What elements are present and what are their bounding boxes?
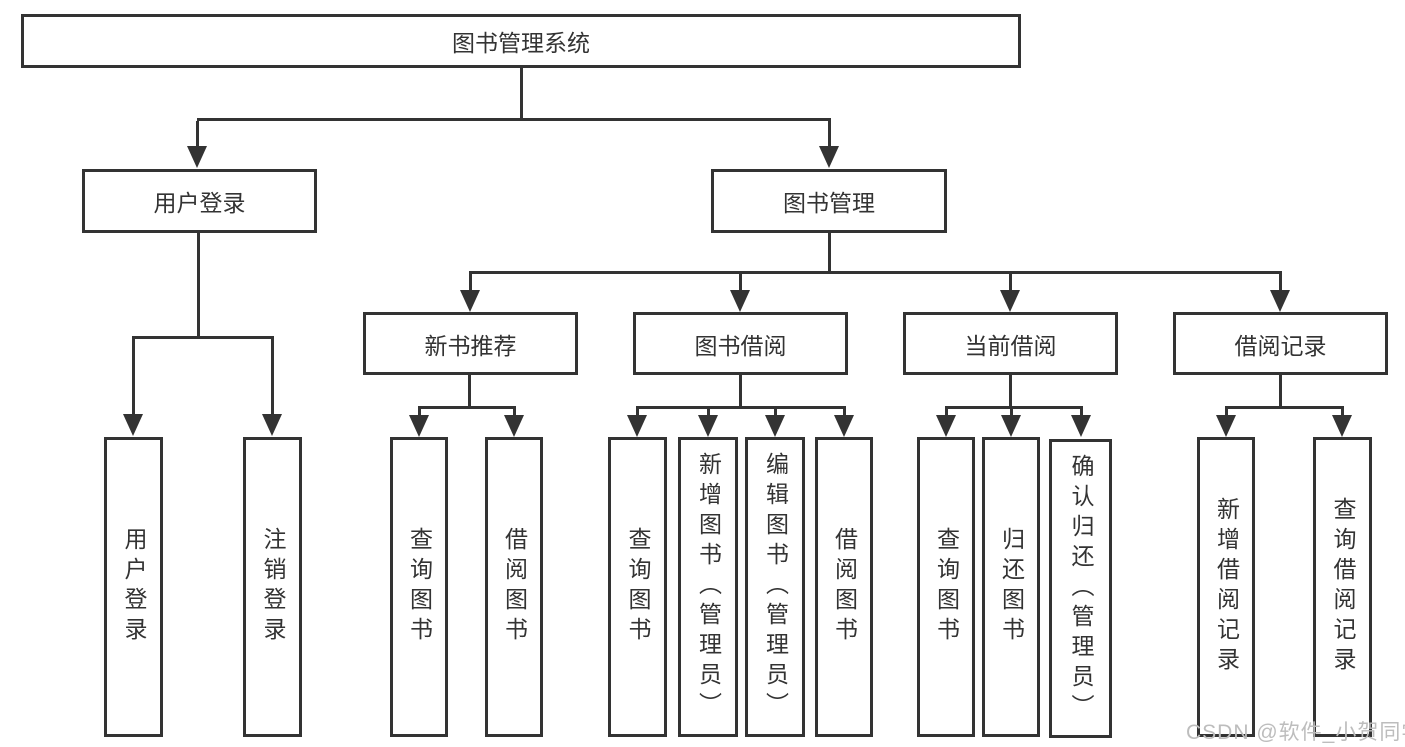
arrowhead-book-mgmt	[819, 146, 839, 168]
connector-newbooks-hbar	[418, 406, 516, 409]
node-book-management: 图书管理	[711, 169, 947, 233]
connector-currentborrow-hbar	[945, 406, 1083, 409]
connector-drop-nb1	[418, 409, 421, 417]
node-user-login: 用户登录	[82, 169, 317, 233]
connector-drop-bb4	[843, 409, 846, 417]
node-leaf-borrow-books-1: 借阅图书	[485, 437, 543, 737]
arrowhead-user-login	[187, 146, 207, 168]
connector-drop-cb1	[945, 409, 948, 417]
connector-bookborrow-hbar	[636, 406, 846, 409]
connector-drop-nb2	[513, 409, 516, 417]
node-leaf-return-books: 归还图书	[982, 437, 1040, 737]
connector-drop-bb2	[707, 409, 710, 417]
connector-bookborrow-stem	[739, 375, 742, 408]
connector-drop-cb3	[1080, 409, 1083, 417]
node-leaf-query-books-1: 查询图书	[390, 437, 448, 737]
arrowhead-new-books	[460, 290, 480, 312]
connector-newbooks-stem	[468, 375, 471, 408]
connector-root-hbar	[197, 118, 831, 121]
node-leaf-add-borrow-record: 新增借阅记录	[1197, 437, 1255, 737]
node-leaf-confirm-return-admin: 确认归还（管理员）	[1049, 439, 1112, 738]
node-leaf-user-login: 用户登录	[104, 437, 163, 737]
connector-level2-hbar	[469, 271, 1282, 274]
watermark-text: CSDN @软件_小贺同学	[1186, 721, 1405, 744]
arrowhead-cb1	[936, 415, 956, 437]
connector-drop-bb1	[636, 409, 639, 417]
node-new-book-recommend: 新书推荐	[363, 312, 578, 375]
connector-drop-new-books	[469, 274, 472, 291]
arrowhead-br2	[1332, 415, 1352, 437]
arrowhead-nb2	[504, 415, 524, 437]
connector-userlogin-stem	[197, 233, 200, 338]
connector-borrowrecords-stem	[1279, 375, 1282, 408]
node-book-borrow: 图书借阅	[633, 312, 848, 375]
node-library-system: 图书管理系统	[21, 14, 1021, 68]
connector-borrowrecords-hbar	[1225, 406, 1344, 409]
arrowhead-cb2	[1001, 415, 1021, 437]
connector-drop-current-borrow	[1009, 274, 1012, 291]
arrowhead-cb3	[1071, 415, 1091, 437]
arrowhead-leaf-logout	[262, 414, 282, 436]
node-leaf-query-books-2: 查询图书	[608, 437, 667, 737]
connector-bookmgmt-stem	[828, 233, 831, 273]
node-leaf-logout: 注销登录	[243, 437, 302, 737]
connector-drop-cb2	[1010, 409, 1013, 417]
arrowhead-book-borrow	[730, 290, 750, 312]
node-leaf-query-borrow-record: 查询借阅记录	[1313, 437, 1372, 737]
arrowhead-bb1	[627, 415, 647, 437]
node-leaf-add-books-admin: 新增图书（管理员）	[678, 437, 738, 737]
node-leaf-query-books-3: 查询图书	[917, 437, 975, 737]
connector-drop-book-mgmt	[828, 121, 831, 147]
arrowhead-borrow-records	[1270, 290, 1290, 312]
connector-drop-bb3	[774, 409, 777, 417]
arrowhead-bb2	[698, 415, 718, 437]
arrowhead-leaf-login	[123, 414, 143, 436]
arrowhead-br1	[1216, 415, 1236, 437]
node-current-borrow: 当前借阅	[903, 312, 1118, 375]
connector-root-stem	[520, 68, 523, 120]
connector-userlogin-hbar	[132, 336, 274, 339]
connector-drop-user-login	[196, 121, 199, 147]
connector-drop-leaf-login	[132, 339, 135, 415]
node-leaf-edit-books-admin: 编辑图书（管理员）	[745, 437, 805, 737]
connector-currentborrow-stem	[1009, 375, 1012, 408]
node-borrow-records: 借阅记录	[1173, 312, 1388, 375]
arrowhead-bb3	[765, 415, 785, 437]
connector-drop-borrow-records	[1279, 274, 1282, 291]
arrowhead-nb1	[409, 415, 429, 437]
arrowhead-bb4	[834, 415, 854, 437]
arrowhead-current-borrow	[1000, 290, 1020, 312]
connector-drop-leaf-logout	[271, 339, 274, 415]
connector-drop-br1	[1225, 409, 1228, 417]
node-leaf-borrow-books-2: 借阅图书	[815, 437, 873, 737]
connector-drop-book-borrow	[739, 274, 742, 291]
connector-drop-br2	[1341, 409, 1344, 417]
